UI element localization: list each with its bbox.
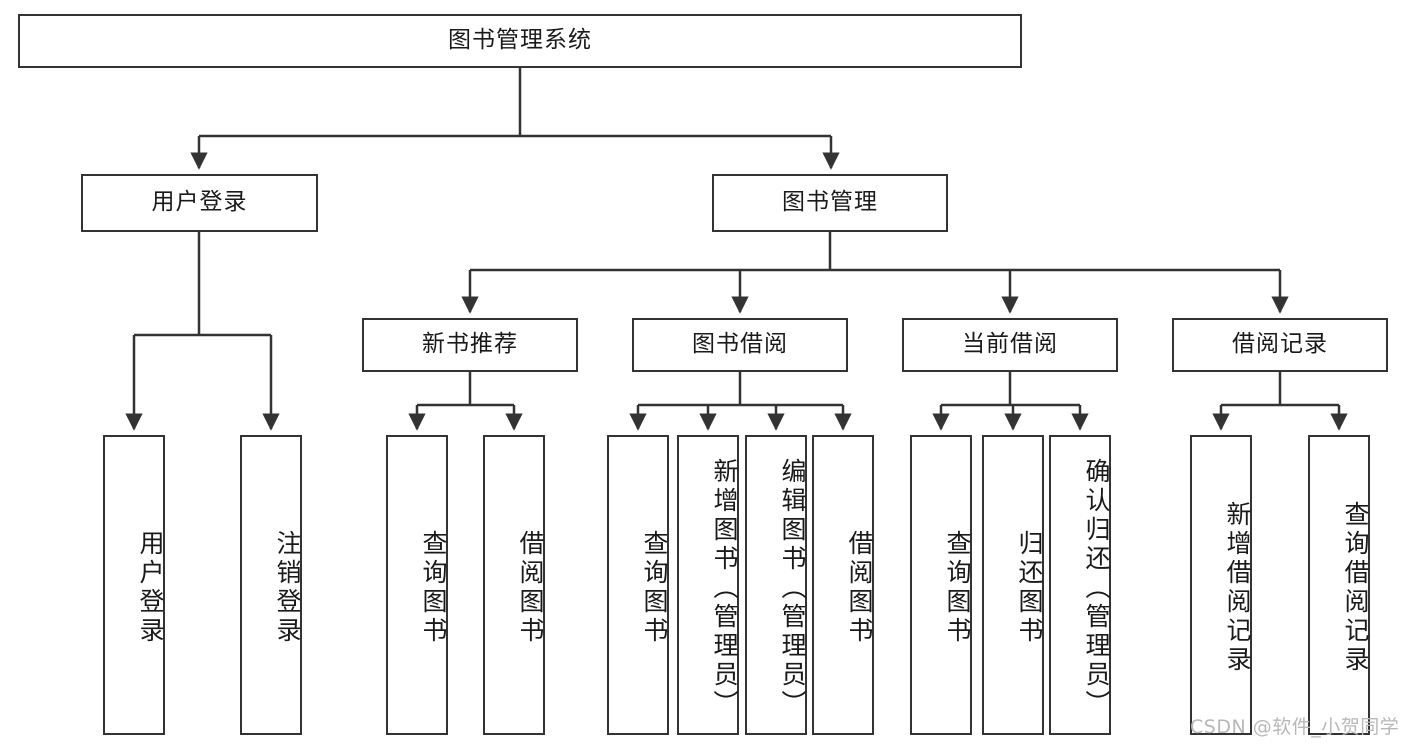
node-leaf-label: 新增图书（管理员） (710, 457, 739, 719)
node-leaf-add-book-admin[interactable]: 新增图书（管理员） (677, 435, 739, 735)
node-leaf-edit-book-admin[interactable]: 编辑图书（管理员） (745, 435, 807, 735)
node-leaf-query-book-current[interactable]: 查询图书 (910, 435, 972, 735)
node-leaf-label: 查询图书 (943, 530, 972, 646)
node-leaf-label: 查询借阅记录 (1341, 501, 1370, 675)
node-leaf-label: 归还图书 (1015, 530, 1044, 646)
node-current-borrow[interactable]: 当前借阅 (902, 318, 1118, 372)
node-leaf-confirm-return-admin[interactable]: 确认归还（管理员） (1049, 435, 1111, 735)
node-leaf-label: 注销登录 (273, 530, 302, 646)
node-leaf-label: 新增借阅记录 (1223, 501, 1252, 675)
node-leaf-user-logout[interactable]: 注销登录 (240, 435, 302, 735)
node-root-label: 图书管理系统 (448, 27, 592, 54)
node-leaf-label: 编辑图书（管理员） (778, 457, 807, 719)
node-leaf-add-borrow-record[interactable]: 新增借阅记录 (1190, 435, 1252, 735)
node-leaf-label: 查询图书 (640, 530, 669, 646)
node-book-manage[interactable]: 图书管理 (712, 174, 948, 232)
node-root-system[interactable]: 图书管理系统 (18, 14, 1022, 68)
node-leaf-label: 借阅图书 (845, 530, 874, 646)
node-borrow-record-label: 借阅记录 (1232, 331, 1328, 358)
node-leaf-label: 确认归还（管理员） (1082, 457, 1111, 719)
node-leaf-label: 查询图书 (419, 530, 448, 646)
node-new-book-recommend[interactable]: 新书推荐 (362, 318, 578, 372)
node-new-book-recommend-label: 新书推荐 (422, 331, 518, 358)
node-leaf-label: 用户登录 (136, 530, 165, 646)
node-leaf-borrow-book[interactable]: 借阅图书 (812, 435, 874, 735)
node-current-borrow-label: 当前借阅 (962, 331, 1058, 358)
node-leaf-borrow-book-recommend[interactable]: 借阅图书 (483, 435, 545, 735)
node-book-borrow[interactable]: 图书借阅 (632, 318, 848, 372)
node-user-login-label: 用户登录 (151, 189, 248, 216)
node-leaf-user-login[interactable]: 用户登录 (103, 435, 165, 735)
node-leaf-query-book-recommend[interactable]: 查询图书 (386, 435, 448, 735)
node-leaf-return-book[interactable]: 归还图书 (982, 435, 1044, 735)
node-leaf-query-borrow-record[interactable]: 查询借阅记录 (1308, 435, 1370, 735)
node-borrow-record[interactable]: 借阅记录 (1172, 318, 1388, 372)
node-user-login[interactable]: 用户登录 (81, 174, 318, 232)
node-leaf-label: 借阅图书 (516, 530, 545, 646)
node-book-manage-label: 图书管理 (782, 189, 878, 216)
node-book-borrow-label: 图书借阅 (692, 331, 788, 358)
csdn-watermark: CSDN @软件_小贺同学 (1190, 716, 1400, 738)
node-leaf-query-book-borrow[interactable]: 查询图书 (607, 435, 669, 735)
